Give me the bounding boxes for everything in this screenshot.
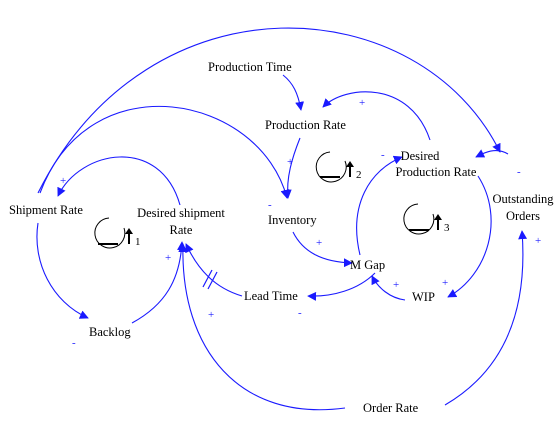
link-m-gap-to-lead-time xyxy=(307,272,376,301)
variable-outstanding-orders-line2: Orders xyxy=(506,209,540,223)
polarity-plus: + xyxy=(442,277,448,289)
polarity-plus: + xyxy=(535,235,541,247)
variable-desired-shipment-rate-line1: Desired shipment xyxy=(137,206,225,220)
link-outstanding-orders-to-desired-production-rate xyxy=(475,149,509,158)
polarity-minus: - xyxy=(381,149,385,161)
loop-marker-2: 2 xyxy=(315,151,362,183)
variable-production-time: Production Time xyxy=(208,60,292,74)
variable-desired-production-rate-line2: Production Rate xyxy=(396,165,477,179)
link-backlog-to-desired-shipment-rate xyxy=(131,241,187,324)
polarity-minus: - xyxy=(72,337,76,349)
clockwise-loop-icon xyxy=(315,151,347,183)
clockwise-loop-icon xyxy=(94,217,126,249)
variable-outstanding-orders-line1: Outstanding xyxy=(492,192,554,206)
variable-order-rate: Order Rate xyxy=(363,401,419,415)
polarity-plus: + xyxy=(208,309,214,321)
links xyxy=(36,27,528,411)
polarity-minus: - xyxy=(517,166,521,178)
polarity-minus: - xyxy=(298,307,302,319)
link-order-rate-to-desired-shipment-rate xyxy=(178,243,346,411)
loop-number-1: 1 xyxy=(135,236,141,248)
polarity-plus: + xyxy=(393,279,399,291)
variable-lead-time: Lead Time xyxy=(244,289,298,303)
variable-desired-shipment-rate-line2: Rate xyxy=(170,223,193,237)
polarity-plus: + xyxy=(359,97,365,109)
polarity-plus: + xyxy=(316,237,322,249)
loop-marker-3: 3 xyxy=(403,203,450,235)
link-order-rate-to-outstanding-orders xyxy=(444,230,528,406)
link-desired-production-rate-to-wip xyxy=(447,175,492,298)
variables: Production Time Production Rate Desired … xyxy=(9,60,554,415)
variable-m-gap: M Gap xyxy=(350,258,385,272)
link-shipment-rate-to-outstanding-orders xyxy=(37,27,501,194)
variable-production-rate: Production Rate xyxy=(265,118,346,132)
variable-wip: WIP xyxy=(412,290,435,304)
polarity-minus: - xyxy=(268,199,272,211)
variable-shipment-rate: Shipment Rate xyxy=(9,203,83,217)
loop-number-2: 2 xyxy=(356,169,362,181)
clockwise-loop-icon xyxy=(403,203,435,235)
link-production-rate-to-inventory xyxy=(282,137,301,199)
link-production-time-to-production-rate xyxy=(282,74,305,111)
link-desired-production-rate-to-production-rate xyxy=(322,91,431,141)
polarity-plus: + xyxy=(165,252,171,264)
polarity-plus: + xyxy=(60,175,66,187)
link-wip-to-m-gap xyxy=(371,275,406,301)
link-inventory-to-m-gap xyxy=(292,231,353,268)
link-lead-time-to-desired-shipment-rate xyxy=(185,243,243,297)
link-m-gap-to-desired-production-rate xyxy=(356,155,403,256)
polarity-signs: + + + - - + + - - + - + + + xyxy=(60,97,541,349)
link-shipment-rate-to-inventory xyxy=(39,105,290,199)
loop-number-3: 3 xyxy=(444,222,450,234)
loop-marker-1: 1 xyxy=(94,217,141,249)
polarity-plus: + xyxy=(287,156,293,168)
link-desired-shipment-rate-to-shipment-rate xyxy=(57,156,181,206)
link-shipment-rate-to-backlog xyxy=(36,222,89,319)
variable-backlog: Backlog xyxy=(89,325,131,339)
variable-inventory: Inventory xyxy=(268,213,317,227)
delay-mark-icon xyxy=(202,269,218,290)
variable-desired-production-rate-line1: Desired xyxy=(401,149,441,163)
